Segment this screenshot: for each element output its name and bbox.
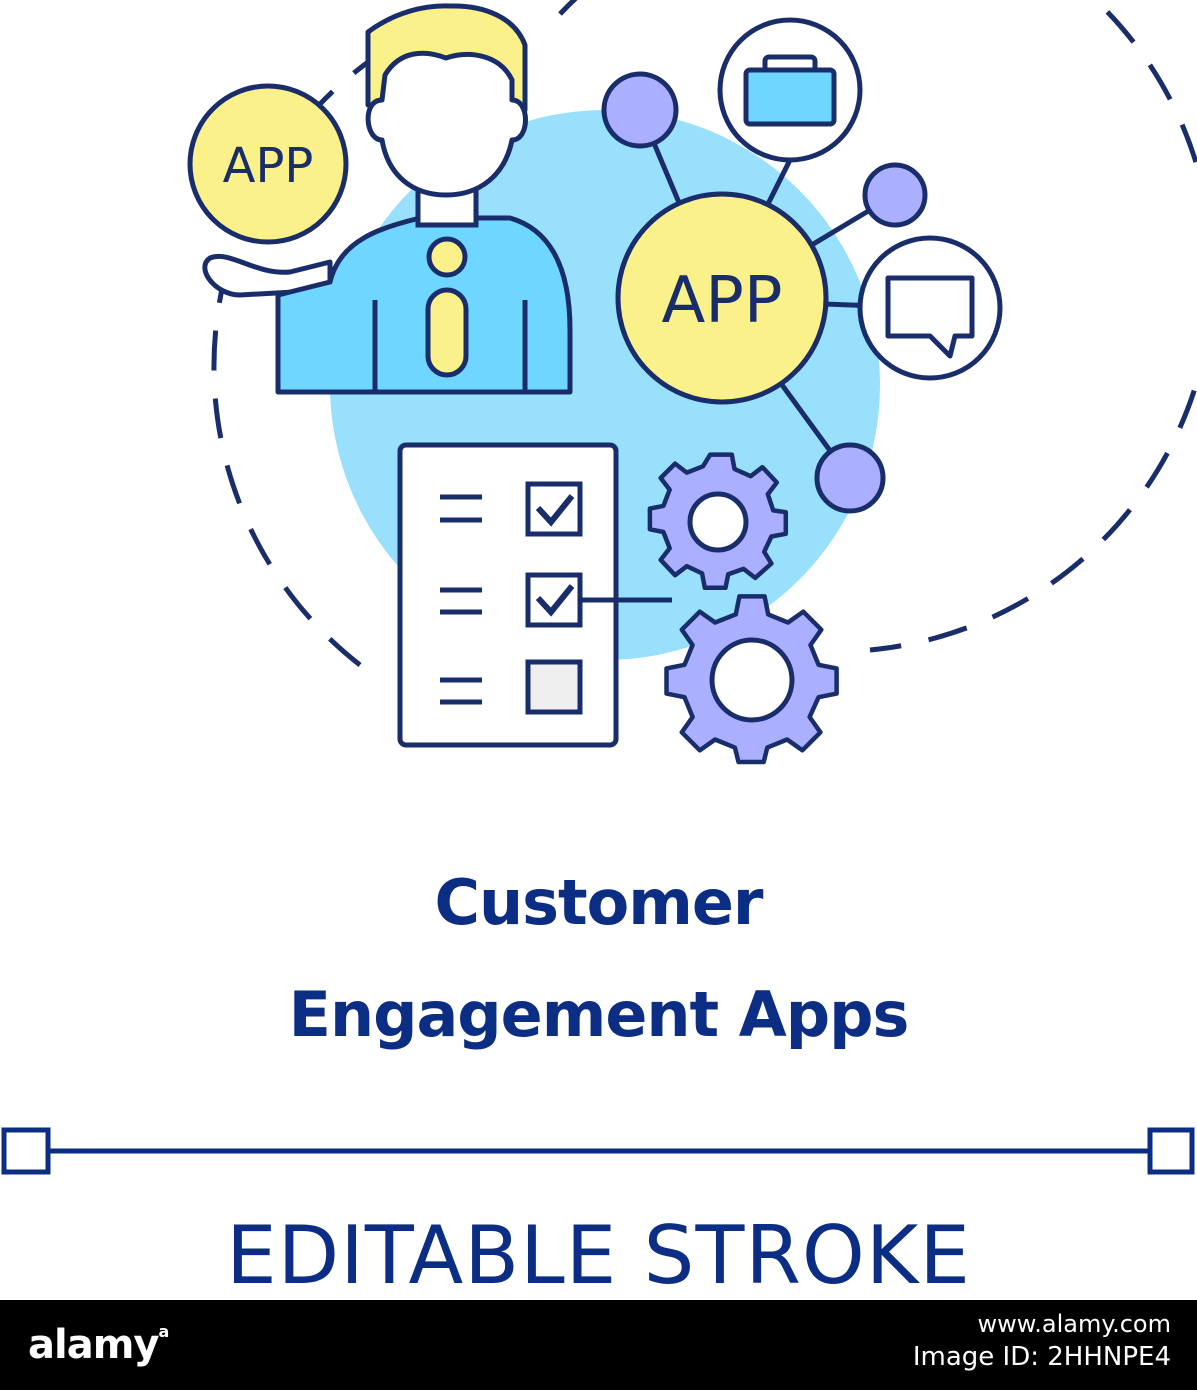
gear-small-icon: [647, 452, 789, 591]
node-top-left: [601, 71, 679, 149]
stock-url[interactable]: www.alamy.com: [977, 1310, 1171, 1338]
app-badge-small: [187, 83, 349, 245]
brand-mark: a: [158, 1322, 169, 1341]
app-badge-small-label: APP: [223, 138, 314, 194]
person-head: [365, 50, 528, 198]
editable-stroke-label: EDITABLE STROKE: [226, 1209, 971, 1302]
node-bottom: [814, 442, 886, 514]
rule-handle-right: [1147, 1127, 1195, 1175]
chat-icon: [885, 275, 975, 359]
person-body: [275, 215, 573, 395]
title-line-1: Customer: [434, 866, 763, 939]
rule-handle-left: [1, 1127, 51, 1175]
open-hand: [202, 254, 333, 298]
concept-illustration: APP APP: [1, 0, 1197, 1175]
app-badge-large-label: APP: [662, 264, 783, 338]
title-line-2: Engagement Apps: [288, 978, 910, 1051]
node-right: [862, 162, 928, 228]
brand-name: alamy: [28, 1322, 159, 1368]
person-icon: [202, 3, 573, 395]
app-badge-large: [615, 191, 829, 405]
editable-stroke-rule: [1, 1127, 1195, 1175]
checklist-icon: [397, 442, 672, 748]
stock-footer: alamya www.alamy.com Image ID: 2HHNPE4: [0, 1300, 1197, 1390]
gear-large-icon: [664, 594, 839, 765]
brand-logo: alamya: [28, 1322, 169, 1368]
briefcase-icon: [743, 54, 837, 127]
image-id: Image ID: 2HHNPE4: [912, 1342, 1171, 1372]
